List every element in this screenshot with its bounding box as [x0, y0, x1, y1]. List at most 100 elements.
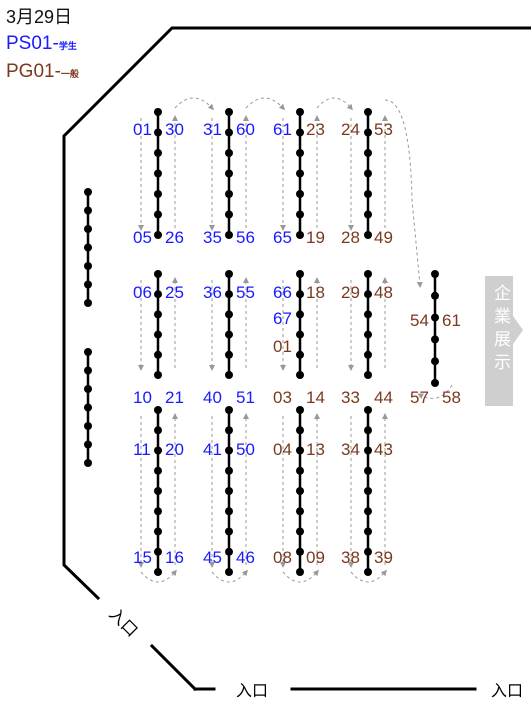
- booth-dot: [296, 507, 304, 516]
- booth-number: 33: [341, 388, 360, 407]
- booth-dot: [296, 290, 304, 299]
- booth-dot: [84, 262, 92, 270]
- booth-dot: [225, 466, 233, 475]
- booth-number: 05: [133, 228, 152, 247]
- booth-dot: [154, 330, 162, 339]
- entrance-label: 入口: [106, 606, 141, 641]
- booth-dot: [364, 190, 372, 198]
- booth-number: 61: [273, 120, 292, 139]
- booth-dot: [296, 426, 304, 435]
- booth-number: 34: [341, 440, 360, 459]
- booth-dot: [296, 350, 304, 359]
- booth-number: 26: [165, 228, 184, 247]
- booth-dot: [154, 527, 162, 536]
- booth-dot: [225, 270, 233, 278]
- booth-dot: [364, 446, 372, 455]
- booth-dot: [296, 466, 304, 475]
- flow-arrow: [350, 569, 387, 583]
- booth-number: 60: [236, 120, 255, 139]
- booth-dot: [364, 371, 372, 379]
- booth-dot: [84, 206, 92, 215]
- booth-dot: [364, 210, 372, 219]
- booth-dot: [225, 426, 233, 435]
- booth-dot: [364, 169, 372, 178]
- booth-dot: [364, 128, 372, 137]
- booth-dot: [154, 231, 162, 239]
- entrance-label: 入口: [236, 683, 268, 700]
- booth-number: 15: [133, 548, 152, 567]
- booth-number: 46: [236, 548, 255, 567]
- booth-dot: [364, 547, 372, 556]
- booth-number: 57: [410, 388, 429, 407]
- booth-number: 44: [374, 388, 393, 407]
- booth-dot: [225, 108, 233, 116]
- booth-number: 49: [374, 228, 393, 247]
- booth-dot: [225, 406, 233, 414]
- booth-number: 38: [341, 548, 360, 567]
- booth-number: 35: [203, 228, 222, 247]
- booth-number: 01: [133, 120, 152, 139]
- booth-dot: [296, 406, 304, 414]
- booth-dot: [225, 547, 233, 556]
- booth-dot: [154, 190, 162, 198]
- exhibit-label: 企業展示: [491, 284, 510, 376]
- booth-number: 24: [341, 120, 360, 139]
- booth-number: 06: [133, 283, 152, 302]
- booth-dot: [225, 487, 233, 495]
- booth-dot: [225, 290, 233, 299]
- booth-number: 39: [374, 548, 393, 567]
- booth-rails: [84, 108, 439, 576]
- booth-dot: [296, 128, 304, 137]
- booth-dot: [296, 231, 304, 239]
- booth-dot: [225, 527, 233, 536]
- booth-number: 03: [273, 388, 292, 407]
- booth-number: 51: [236, 388, 255, 407]
- booth-dot: [225, 371, 233, 379]
- booth-dot: [154, 507, 162, 516]
- booth-dot: [154, 487, 162, 495]
- booth-dot: [84, 440, 92, 449]
- booth-number: 54: [410, 311, 429, 330]
- legend-student-code: PS01-: [6, 33, 59, 54]
- booth-dot: [225, 210, 233, 219]
- booth-dot: [431, 291, 439, 300]
- booth-number: 25: [165, 283, 184, 302]
- booth-dot: [154, 466, 162, 475]
- flow-arrow: [417, 384, 453, 400]
- booth-dot: [225, 350, 233, 359]
- flow-arrow: [316, 97, 353, 111]
- booth-dot: [296, 210, 304, 219]
- flow-arrow: [384, 99, 423, 288]
- booth-dot: [225, 507, 233, 516]
- booth-number: 21: [165, 388, 184, 407]
- booth-dot: [296, 487, 304, 495]
- booth-dot: [364, 270, 372, 278]
- booth-number: 56: [236, 228, 255, 247]
- booth-dot: [84, 422, 92, 430]
- booth-dot: [364, 290, 372, 299]
- booth-number: 13: [306, 440, 325, 459]
- booth-number: 10: [133, 388, 152, 407]
- booth-dot: [84, 225, 92, 233]
- booth-dot: [154, 210, 162, 219]
- booth-dot: [364, 231, 372, 239]
- booth-number: 61: [442, 311, 461, 330]
- flow-arrow: [174, 97, 215, 111]
- booth-dot: [225, 446, 233, 455]
- corporate-exhibit-sign: 企業展示: [485, 276, 523, 406]
- booth-number: 67: [273, 309, 292, 328]
- booth-dot: [154, 426, 162, 435]
- booth-number: 48: [374, 283, 393, 302]
- booth-dot: [154, 270, 162, 278]
- booth-dot: [364, 108, 372, 116]
- booth-dot: [296, 371, 304, 379]
- booth-dot: [225, 149, 233, 157]
- booth-dot: [225, 568, 233, 576]
- booth-number: 28: [341, 228, 360, 247]
- entrance-label: 入口: [491, 683, 523, 700]
- booth-number: 41: [203, 440, 222, 459]
- booth-number: 31: [203, 120, 222, 139]
- booth-dot: [84, 385, 92, 393]
- event-date: 3月29日: [6, 7, 73, 27]
